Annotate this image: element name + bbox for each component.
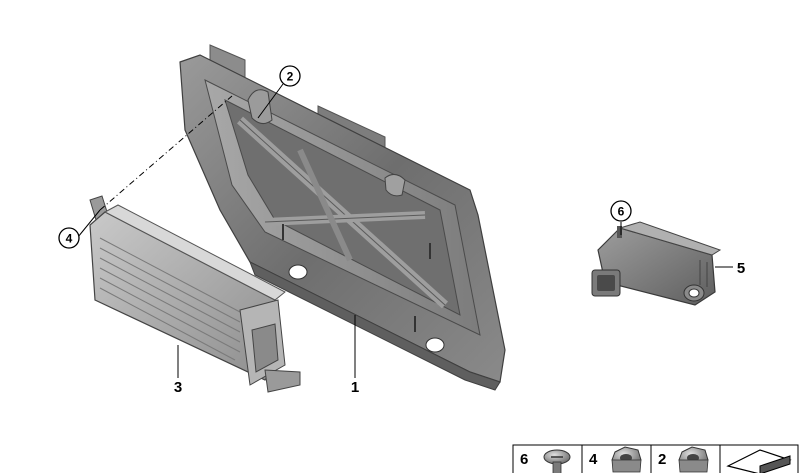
legend-cell-nut-2: 2 — [658, 446, 709, 473]
nut-icon — [611, 446, 642, 473]
nut-icon — [678, 446, 709, 473]
screw-icon — [543, 449, 571, 473]
callout-5-label: 5 — [737, 260, 745, 277]
bracket-part — [179, 44, 506, 391]
callout-2: 2 — [279, 65, 301, 87]
legend-label-4: 4 — [589, 451, 598, 468]
legend-cell-screw: 6 — [520, 449, 571, 473]
legend-cell-clip — [726, 449, 792, 473]
legend-label-2: 2 — [658, 451, 666, 468]
legend-cell-nut-4: 4 — [589, 446, 642, 473]
callout-4: 4 — [58, 227, 80, 249]
callout-3-label: 3 — [174, 379, 182, 396]
callout-4-label: 4 — [66, 232, 73, 246]
leader-lines — [77, 83, 733, 378]
callout-2-label: 2 — [287, 70, 294, 84]
clip-icon — [726, 449, 792, 473]
control-module-part — [89, 195, 301, 393]
callout-1-label: 1 — [351, 379, 359, 396]
callout-6: 6 — [610, 200, 632, 222]
hardware-legend: 6 4 2 — [512, 444, 799, 473]
legend-label-6: 6 — [520, 451, 528, 468]
sensor-part — [591, 221, 722, 306]
callout-6-label: 6 — [618, 205, 625, 219]
